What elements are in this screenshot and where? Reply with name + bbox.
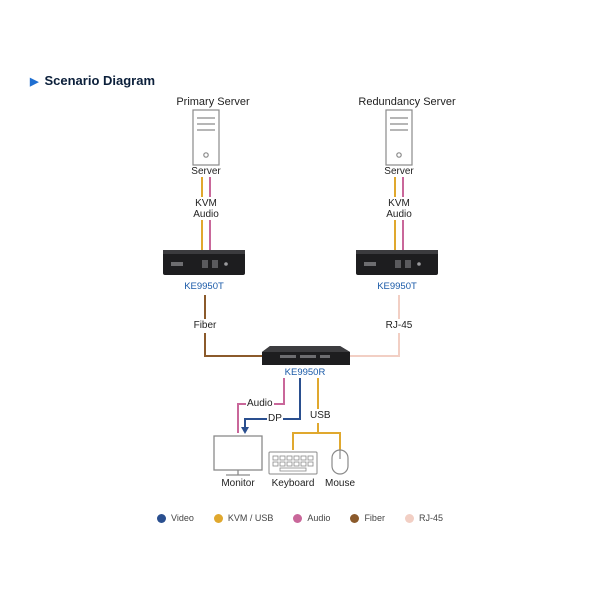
primary-server-heading: Primary Server [176, 96, 250, 108]
mouse-label: Mouse [324, 478, 356, 489]
section-title-text: Scenario Diagram [44, 73, 156, 88]
legend-dot-icon [404, 513, 414, 523]
rj45-label: RJ-45 [385, 320, 413, 331]
legend-item-kvm-usb: KVM / USB [213, 513, 273, 523]
monitor-label: Monitor [221, 478, 255, 489]
mouse-icon [331, 449, 349, 475]
monitor-icon [213, 435, 263, 476]
dp-arrow-icon [241, 427, 249, 434]
legend-item-fiber: Fiber [350, 513, 385, 523]
usb-cable-mouse [318, 432, 341, 450]
primary-server-cables [201, 177, 211, 250]
redundancy-server-cables [394, 177, 404, 250]
redundancy-server-label: Server [384, 166, 414, 177]
redundancy-transmitter-model: KE9950T [377, 281, 417, 292]
legend-dot-icon [157, 513, 167, 523]
fiber-label: Fiber [193, 320, 217, 331]
receiver-device [262, 346, 350, 365]
legend-item-audio: Audio [293, 513, 330, 523]
primary-transmitter-device [163, 250, 245, 275]
redundancy-server-heading: Redundancy Server [358, 96, 456, 108]
primary-server-icon [192, 109, 220, 166]
keyboard-icon [268, 451, 318, 475]
chevron-right-icon: ▶ [30, 76, 39, 88]
primary-kvm-label: KVM [195, 198, 217, 209]
fiber-cable-lower [204, 333, 266, 357]
redundancy-signal-labels: KVM Audio [386, 198, 412, 220]
primary-server-label: Server [191, 166, 221, 177]
usb-cable-lower [292, 423, 319, 450]
primary-signal-labels: KVM Audio [193, 198, 219, 220]
receiver-model: KE9950R [284, 367, 326, 378]
legend-dot-icon [350, 513, 360, 523]
section-title: ▶ Scenario Diagram [30, 73, 155, 88]
keyboard-label: Keyboard [271, 478, 315, 489]
primary-transmitter-model: KE9950T [184, 281, 224, 292]
dp-output-label: DP [267, 413, 283, 424]
redundancy-transmitter-device [356, 250, 438, 275]
redundancy-server-icon [385, 109, 413, 166]
legend-dot-icon [213, 513, 223, 523]
redundancy-kvm-label: KVM [388, 198, 410, 209]
redundancy-audio-label: Audio [386, 209, 412, 220]
legend-dot-icon [293, 513, 303, 523]
audio-output-label: Audio [246, 398, 274, 409]
usb-output-label: USB [309, 410, 332, 421]
legend: Video KVM / USB Audio Fiber RJ-45 [0, 513, 600, 523]
primary-audio-label: Audio [193, 209, 219, 220]
legend-item-rj45: RJ-45 [404, 513, 443, 523]
legend-item-video: Video [157, 513, 194, 523]
rj45-cable-lower [342, 333, 400, 357]
